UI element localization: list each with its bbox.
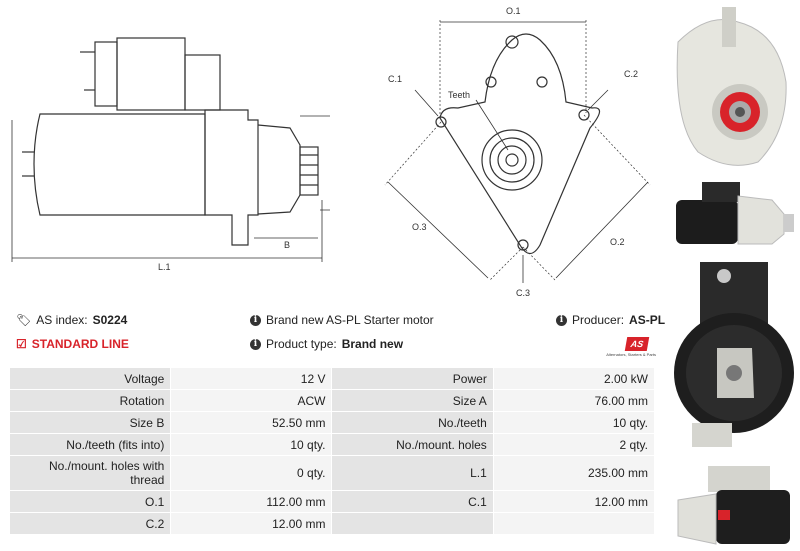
spec-value: 2 qty.	[492, 433, 656, 456]
product-type: i Product type: Brand new	[250, 337, 403, 351]
spec-label: No./mount. holes	[331, 433, 494, 456]
spec-value: 2.00 kW	[492, 367, 656, 390]
spec-label: C.1	[331, 490, 494, 513]
spec-value: 235.00 mm	[492, 455, 656, 491]
product-photo-rear[interactable]	[672, 258, 798, 454]
spec-label: Size A	[331, 389, 494, 412]
side-view-drawing: L.1 B A	[11, 37, 330, 272]
info-icon: i	[556, 314, 567, 326]
solenoid-terminal-block	[94, 41, 118, 107]
as-index: 🏷 AS index: S0224	[16, 313, 127, 327]
spec-value: 76.00 mm	[492, 389, 656, 412]
spec-value: 10 qty.	[492, 411, 656, 434]
standard-line: ☑ STANDARD LINE	[16, 337, 129, 351]
mount-hole-c1	[435, 116, 447, 128]
drive-circle-outer	[481, 129, 543, 191]
mount-hole-c2	[578, 109, 590, 121]
spec-value: 12.00 mm	[492, 490, 656, 513]
label-c2: C.2	[624, 69, 638, 79]
pinion-gear	[299, 146, 319, 196]
product-photo-side[interactable]	[672, 178, 798, 250]
drive-nose	[257, 124, 301, 215]
top-hole	[505, 35, 519, 49]
motor-body	[33, 113, 206, 216]
tag-icon: 🏷	[16, 313, 32, 327]
drive-housing	[204, 109, 259, 246]
info-icon: i	[250, 338, 261, 350]
standard-line-label: STANDARD LINE	[31, 337, 129, 351]
brand-logo-mark: AS	[624, 337, 650, 351]
label-l1: L.1	[158, 262, 171, 272]
producer-label: Producer:	[572, 313, 625, 327]
product-photo-front[interactable]	[668, 2, 798, 172]
product-type-value: Brand new	[341, 337, 404, 351]
label-c3: C.3	[516, 288, 530, 298]
product-type-label: Product type:	[266, 337, 337, 351]
producer-value: AS-PL	[629, 313, 666, 327]
brand-tagline: Alternators, Starters & Parts	[606, 352, 656, 357]
info-icon: i	[250, 314, 261, 326]
spec-value: 112.00 mm	[170, 490, 333, 513]
spec-label: Power	[331, 367, 494, 390]
spec-label: Voltage	[8, 367, 172, 390]
as-index-label: AS index:	[36, 313, 88, 327]
pinion-teeth	[497, 145, 527, 175]
mount-hole-c3	[517, 239, 529, 251]
brand-logo: AS Alternators, Starters & Parts	[592, 337, 656, 359]
as-index-value: S0224	[92, 313, 128, 327]
spec-value: 52.50 mm	[170, 411, 333, 434]
spec-value: 10 qty.	[170, 433, 333, 456]
product-photo-angle[interactable]	[670, 460, 798, 548]
spec-label: No./teeth (fits into)	[8, 433, 172, 456]
spec-value: 12 V	[170, 367, 333, 390]
spec-label: C.2	[8, 512, 172, 535]
spec-label: Size B	[8, 411, 172, 434]
label-b: B	[284, 240, 290, 250]
spec-value: 12.00 mm	[170, 512, 333, 535]
spec-value: 0 qty.	[170, 455, 333, 491]
description: i Brand new AS-PL Starter motor	[250, 313, 434, 327]
spec-value: ACW	[170, 389, 333, 412]
label-teeth: Teeth	[448, 90, 470, 100]
spec-label: No./mount. holes with thread	[8, 455, 172, 491]
spec-label: No./teeth	[331, 411, 494, 434]
spec-row: No./teeth (fits into)10 qty.No./mount. h…	[8, 433, 656, 456]
solenoid-mount	[184, 54, 221, 111]
label-o3: O.3	[412, 222, 427, 232]
label-c1: C.1	[388, 74, 402, 84]
spec-label: O.1	[8, 490, 172, 513]
flange-drawing: O.1 C.1 C.2 Teeth O.3 O.2 C.3	[384, 6, 651, 298]
spec-label: Rotation	[8, 389, 172, 412]
spec-label	[331, 512, 494, 535]
label-o1: O.1	[506, 6, 521, 16]
producer: i Producer: AS-PL	[556, 313, 665, 327]
checkbox-icon: ☑	[16, 337, 27, 351]
solenoid-body	[116, 37, 186, 111]
spec-value	[492, 512, 656, 535]
label-o2: O.2	[610, 237, 625, 247]
description-text: Brand new AS-PL Starter motor	[266, 313, 434, 327]
flange-outline	[439, 33, 601, 255]
spec-label: L.1	[331, 455, 494, 491]
